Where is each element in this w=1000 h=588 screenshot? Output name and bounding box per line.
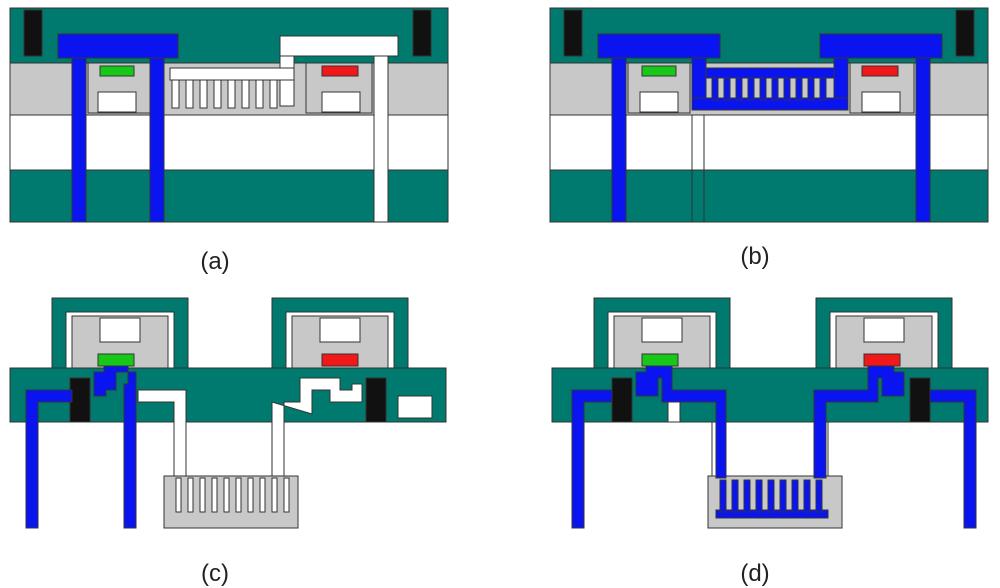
panel-a-green-electrode: [99, 65, 135, 77]
panel-d-post-left: [611, 377, 633, 423]
panel-a-white-bus: [169, 67, 295, 81]
panel-d-blue-channel-left: [571, 389, 613, 529]
panel-c-post-left: [69, 377, 91, 423]
panel-a: [9, 7, 449, 223]
panel-a-white-channel-right: [373, 55, 389, 223]
panel-b-blue-bus-top: [705, 67, 835, 79]
panel-d-chamber-left-void: [641, 317, 683, 343]
panel-c-blue-channel-right: [93, 365, 137, 529]
panel-d-green-electrode: [641, 353, 679, 367]
panel-b-blue-manifold-left: [597, 33, 721, 59]
panel-d-blue-fingers: [719, 479, 823, 513]
panel-a-chamber-left-void: [97, 91, 137, 113]
panel-b-red-electrode: [861, 65, 899, 77]
panel-d-white-gap: [667, 401, 681, 423]
panel-c-red-electrode: [321, 353, 359, 367]
panel-c-chamber-left-void: [99, 317, 141, 343]
panel-b-blue-channel-right: [915, 57, 931, 223]
panel-c-post-right: [365, 377, 387, 423]
panel-b-thin-channel: [691, 114, 705, 223]
panel-b-blue-manifold-right: [819, 33, 943, 59]
panel-a-white-manifold: [279, 35, 399, 57]
caption-d: (d): [740, 560, 770, 587]
panel-a-white-riser: [279, 55, 295, 107]
panel-b-green-electrode: [641, 65, 677, 77]
panel-a-chamber-right-void: [321, 91, 361, 113]
panel-c: [9, 297, 447, 529]
panel-b-post-left: [563, 9, 583, 57]
caption-a: (a): [200, 248, 230, 275]
panel-a-blue-manifold: [57, 33, 179, 59]
panel-c-white-fingers: [175, 477, 290, 513]
caption-c: (c): [201, 560, 229, 587]
panel-d-blue-channel-right: [929, 389, 977, 529]
caption-b: (b): [740, 243, 770, 270]
panel-c-white-outlet: [397, 395, 433, 419]
panel-a-white-fingers: [171, 79, 278, 109]
panel-a-post-right: [412, 9, 432, 57]
panel-d-chamber-right-void: [863, 317, 905, 343]
panel-b-blue-bus-bottom: [691, 97, 849, 111]
panel-d-post-right: [909, 377, 931, 423]
panel-b-post-right: [955, 9, 975, 57]
panel-d-blue-center-network: [635, 365, 905, 479]
panel-a-post-left: [23, 9, 43, 57]
panel-b: [549, 7, 989, 223]
panel-b-chamber-left-void: [639, 91, 679, 113]
panel-b-blue-fingers: [711, 77, 827, 101]
panel-a-blue-channel-2: [149, 57, 165, 223]
panel-c-blue-channel-left: [25, 389, 73, 529]
panel-c-chamber-right-void: [319, 317, 361, 343]
panel-b-blue-channel-left: [611, 57, 627, 223]
panel-b-chamber-right-void: [861, 91, 901, 113]
panel-a-red-electrode: [321, 65, 359, 77]
panel-c-green-electrode: [97, 353, 135, 367]
panel-d: [551, 297, 989, 529]
panel-a-blue-channel-1: [71, 57, 87, 223]
panel-c-comb-block: [163, 475, 299, 529]
panel-d-red-electrode: [863, 353, 901, 367]
